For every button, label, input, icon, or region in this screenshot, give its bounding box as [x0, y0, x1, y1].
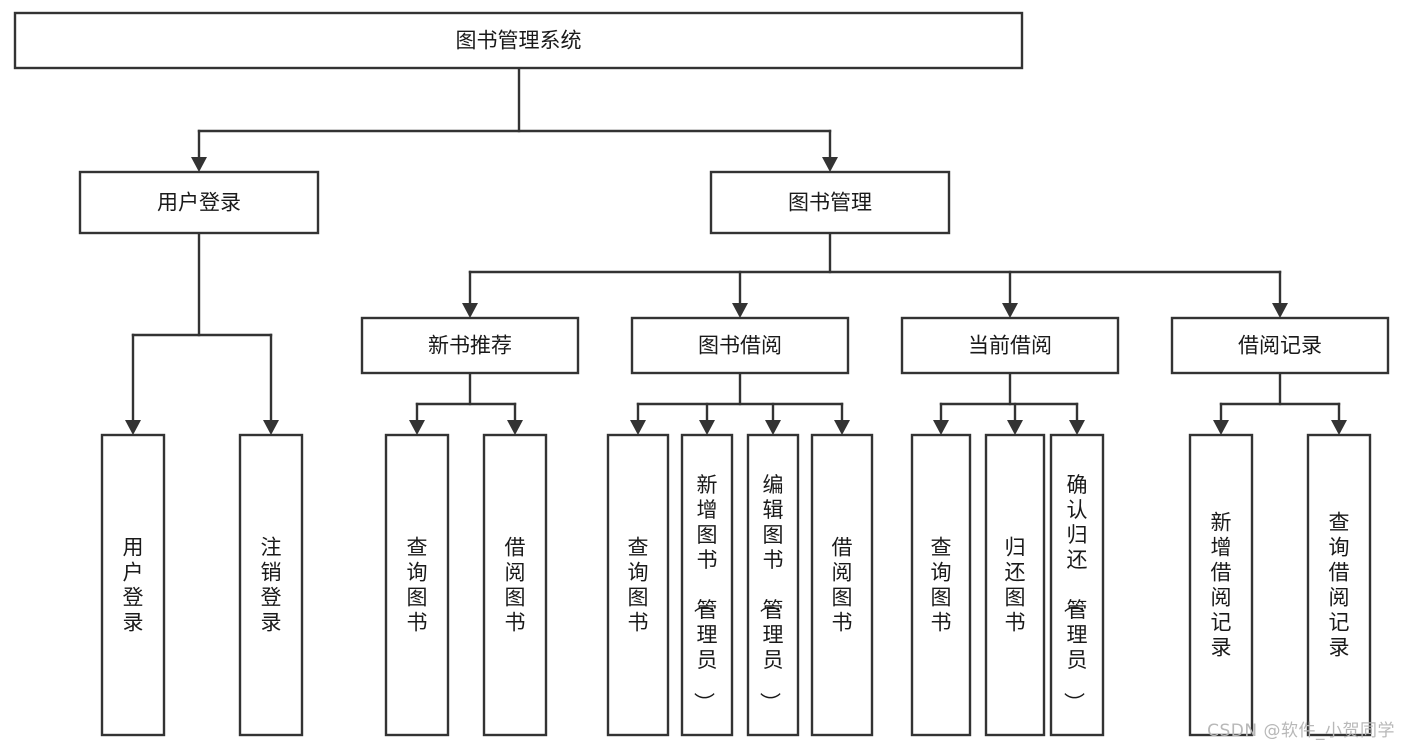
node-box-new-book-recommend[interactable] — [360, 316, 580, 375]
node-add-book-admin[interactable]: 新增图书（管理员） — [680, 433, 734, 737]
node-box-add-borrow-record[interactable] — [1188, 433, 1254, 737]
node-label-query-borrow-record: 查询借阅记录 — [1329, 511, 1350, 660]
arrow-head-icon — [1272, 303, 1288, 318]
node-box-add-book-admin[interactable] — [680, 433, 734, 737]
node-edit-book-admin[interactable]: 编辑图书（管理员） — [746, 433, 800, 737]
node-label-edit-book-admin: 编辑图书（管理员） — [758, 473, 784, 713]
arrow-head-icon — [409, 420, 425, 435]
node-new-book-recommend[interactable]: 新书推荐 — [360, 316, 580, 375]
node-label-add-book-admin: 新增图书（管理员） — [692, 473, 718, 713]
node-box-library-system[interactable] — [13, 11, 1024, 70]
arrow-head-icon — [191, 157, 207, 172]
connector-current-to-leaves — [933, 371, 1085, 435]
node-query-book[interactable]: 查询图书 — [606, 433, 670, 737]
node-label-query-book: 查询图书 — [407, 536, 428, 635]
node-label-query-book: 查询图书 — [931, 536, 952, 635]
arrow-head-icon — [462, 303, 478, 318]
node-label-add-borrow-record: 新增借阅记录 — [1211, 511, 1232, 660]
node-logout[interactable]: 注销登录 — [238, 433, 304, 737]
node-confirm-return-admin[interactable]: 确认归还（管理员） — [1049, 433, 1105, 737]
node-box-borrow-book[interactable] — [482, 433, 548, 737]
connector-layer — [125, 66, 1347, 435]
node-label-book-management: 图书管理 — [788, 191, 872, 215]
node-box-book-borrow[interactable] — [630, 316, 850, 375]
node-box-edit-book-admin[interactable] — [746, 433, 800, 737]
connector-borrow-to-leaves — [630, 371, 850, 435]
node-label-borrow-record: 借阅记录 — [1238, 334, 1322, 358]
node-add-borrow-record[interactable]: 新增借阅记录 — [1188, 433, 1254, 737]
arrow-head-icon — [822, 157, 838, 172]
node-box-query-book[interactable] — [910, 433, 972, 737]
node-label-new-book-recommend: 新书推荐 — [428, 334, 512, 358]
node-borrow-book[interactable]: 借阅图书 — [810, 433, 874, 737]
node-box-user-login[interactable] — [78, 170, 320, 235]
node-box-borrow-record[interactable] — [1170, 316, 1390, 375]
node-label-current-borrow: 当前借阅 — [968, 334, 1052, 358]
node-label-query-book: 查询图书 — [628, 536, 649, 635]
node-layer: 图书管理系统用户登录图书管理新书推荐图书借阅当前借阅借阅记录用户登录注销登录查询… — [13, 11, 1390, 737]
node-box-book-management[interactable] — [709, 170, 951, 235]
node-book-borrow[interactable]: 图书借阅 — [630, 316, 850, 375]
arrow-head-icon — [699, 420, 715, 435]
node-box-return-book[interactable] — [984, 433, 1046, 737]
node-box-borrow-book[interactable] — [810, 433, 874, 737]
node-current-borrow[interactable]: 当前借阅 — [900, 316, 1120, 375]
connector-newbook-to-leaves — [409, 371, 523, 435]
node-label-book-borrow: 图书借阅 — [698, 334, 782, 358]
arrow-head-icon — [1213, 420, 1229, 435]
node-query-borrow-record[interactable]: 查询借阅记录 — [1306, 433, 1372, 737]
node-borrow-record[interactable]: 借阅记录 — [1170, 316, 1390, 375]
node-box-logout[interactable] — [238, 433, 304, 737]
node-library-system[interactable]: 图书管理系统 — [13, 11, 1024, 70]
node-label-user-login: 用户登录 — [157, 191, 241, 215]
node-user-login[interactable]: 用户登录 — [78, 170, 320, 235]
node-user-login[interactable]: 用户登录 — [100, 433, 166, 737]
node-borrow-book[interactable]: 借阅图书 — [482, 433, 548, 737]
node-label-logout: 注销登录 — [261, 536, 282, 635]
node-label-borrow-book: 借阅图书 — [505, 536, 526, 635]
arrow-head-icon — [630, 420, 646, 435]
arrow-head-icon — [732, 303, 748, 318]
arrow-head-icon — [765, 420, 781, 435]
arrow-head-icon — [263, 420, 279, 435]
arrow-head-icon — [507, 420, 523, 435]
connector-login-to-leaves — [125, 231, 279, 435]
node-label-user-login: 用户登录 — [123, 536, 144, 635]
connector-record-to-leaves — [1213, 371, 1347, 435]
node-return-book[interactable]: 归还图书 — [984, 433, 1046, 737]
node-box-confirm-return-admin[interactable] — [1049, 433, 1105, 737]
connector-mgmt-to-level2 — [462, 231, 1288, 318]
arrow-head-icon — [834, 420, 850, 435]
node-box-query-borrow-record[interactable] — [1306, 433, 1372, 737]
node-query-book[interactable]: 查询图书 — [910, 433, 972, 737]
arrow-head-icon — [933, 420, 949, 435]
connector-root-to-level1 — [191, 66, 838, 172]
arrow-head-icon — [1007, 420, 1023, 435]
node-box-user-login[interactable] — [100, 433, 166, 737]
node-box-query-book[interactable] — [384, 433, 450, 737]
node-label-library-system: 图书管理系统 — [456, 29, 582, 53]
arrow-head-icon — [1331, 420, 1347, 435]
node-box-query-book[interactable] — [606, 433, 670, 737]
node-box-current-borrow[interactable] — [900, 316, 1120, 375]
node-book-management[interactable]: 图书管理 — [709, 170, 951, 235]
node-query-book[interactable]: 查询图书 — [384, 433, 450, 737]
node-label-return-book: 归还图书 — [1005, 536, 1026, 635]
arrow-head-icon — [1002, 303, 1018, 318]
arrow-head-icon — [1069, 420, 1085, 435]
arrow-head-icon — [125, 420, 141, 435]
node-label-borrow-book: 借阅图书 — [832, 536, 853, 635]
node-label-confirm-return-admin: 确认归还（管理员） — [1062, 473, 1088, 713]
